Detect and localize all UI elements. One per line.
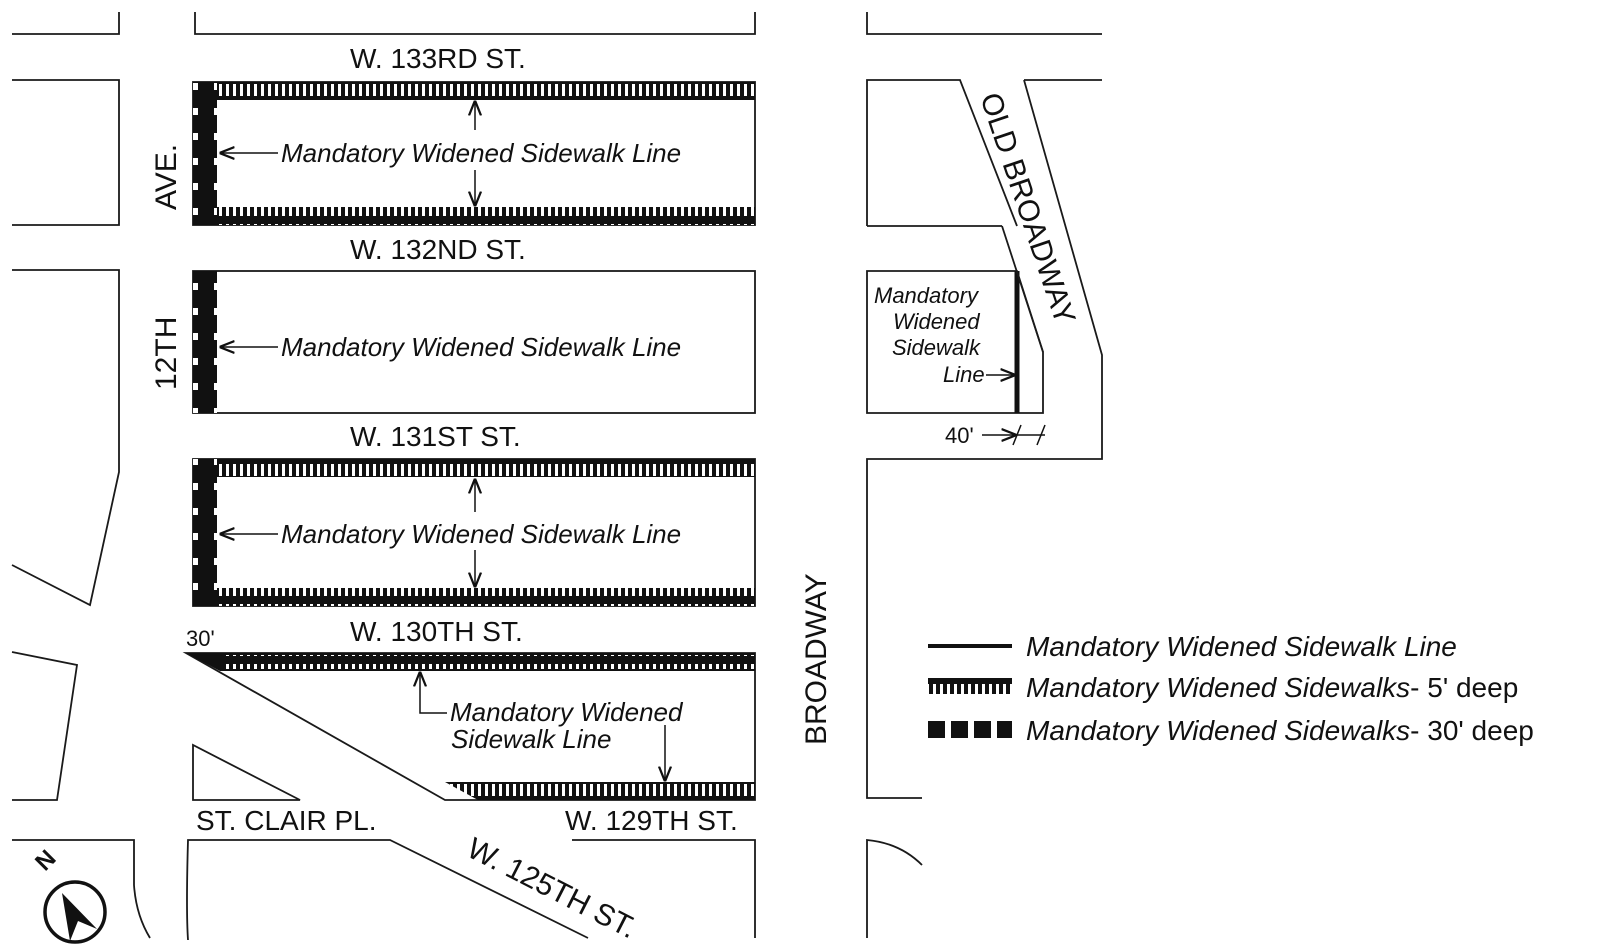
- mwsl-east-line1: Mandatory: [874, 283, 980, 308]
- mwsl-label-block1: Mandatory Widened Sidewalk Line: [281, 138, 681, 168]
- east-blocks: [866, 12, 1103, 938]
- legend: Mandatory Widened Sidewalk Line Mandator…: [928, 631, 1534, 746]
- sidewalk-30ft-west: [193, 82, 217, 225]
- west-blocks: [11, 12, 151, 939]
- block-east-mwsl: [866, 270, 1044, 414]
- street-12th: 12TH: [150, 317, 183, 390]
- street-w133: W. 133RD ST.: [350, 43, 526, 74]
- mwsl-east-line3: Sidewalk: [892, 335, 981, 360]
- block-south-west: [186, 839, 589, 941]
- street-w131: W. 131ST ST.: [350, 421, 521, 452]
- mwsl-east-line4: Line: [943, 362, 985, 387]
- old-broadway-edge: [1001, 225, 1044, 353]
- sidewalk-30ft-west: [193, 459, 217, 606]
- dim-30: 30': [186, 626, 215, 651]
- legend-swatch-5ft: [928, 678, 1012, 694]
- block-st-clair: [192, 743, 301, 801]
- legend-swatch-30ft: [928, 721, 1012, 738]
- street-old-broadway: OLD BROADWAY: [973, 89, 1081, 329]
- compass-north-label: N: [30, 845, 61, 876]
- legend-item-3: Mandatory Widened Sidewalks- 30' deep: [1026, 715, 1534, 746]
- block-outline: [866, 79, 1018, 227]
- sidewalk-30ft-west: [193, 271, 217, 413]
- block-outline: [12, 79, 120, 226]
- block-outline: [12, 839, 151, 939]
- legend-item-2: Mandatory Widened Sidewalks- 5' deep: [1026, 672, 1518, 703]
- middle-blocks: [182, 12, 756, 941]
- dimensions: 30' 40': [186, 423, 1046, 651]
- mwsl-label-block4-line2: Sidewalk Line: [451, 724, 611, 754]
- street-labels: W. 133RD ST. W. 132ND ST. W. 131ST ST. W…: [150, 43, 1081, 945]
- mwsl-label-block4-line1: Mandatory Widened: [450, 697, 684, 727]
- dim-40-tick: [1036, 424, 1046, 446]
- sidewalk-5ft-south: [445, 782, 755, 800]
- street-st-clair: ST. CLAIR PL.: [196, 805, 377, 836]
- sidewalk-5ft-south: [193, 207, 755, 225]
- legend-item-1: Mandatory Widened Sidewalk Line: [1026, 631, 1457, 662]
- mwsl-annotations: Mandatory Widened Sidewalk Line Mandator…: [221, 102, 1014, 780]
- sidewalk-5ft-north: [193, 82, 755, 100]
- block-outline: [866, 79, 1103, 799]
- street-w130: W. 130TH ST.: [350, 616, 523, 647]
- street-ave: AVE.: [150, 144, 183, 210]
- block-south-east: [572, 839, 756, 938]
- block-top: [194, 12, 756, 35]
- sidewalk-5ft-north: [222, 655, 755, 669]
- dim-40: 40': [945, 423, 974, 448]
- block-outline: [11, 651, 79, 801]
- compass-circle: [43, 880, 107, 944]
- mwsl-east-line2: Widened: [893, 309, 980, 334]
- dim-40-tick: [1012, 424, 1022, 446]
- arrow-north: [420, 673, 447, 714]
- block-outline: [866, 839, 923, 938]
- block-outline: [11, 269, 120, 607]
- street-w129: W. 129TH ST.: [565, 805, 738, 836]
- north-arrow: N: [30, 845, 107, 944]
- mwsl-label-block3: Mandatory Widened Sidewalk Line: [281, 519, 681, 549]
- block-outline: [866, 12, 1102, 35]
- street-broadway: BROADWAY: [800, 573, 833, 745]
- sidewalk-5ft-south: [193, 588, 755, 606]
- mwsl-label-block2: Mandatory Widened Sidewalk Line: [281, 332, 681, 362]
- block-outline: [12, 12, 120, 35]
- compass-needle-icon: [62, 893, 97, 941]
- street-w132: W. 132ND ST.: [350, 234, 526, 265]
- sidewalk-5ft-north: [193, 459, 755, 477]
